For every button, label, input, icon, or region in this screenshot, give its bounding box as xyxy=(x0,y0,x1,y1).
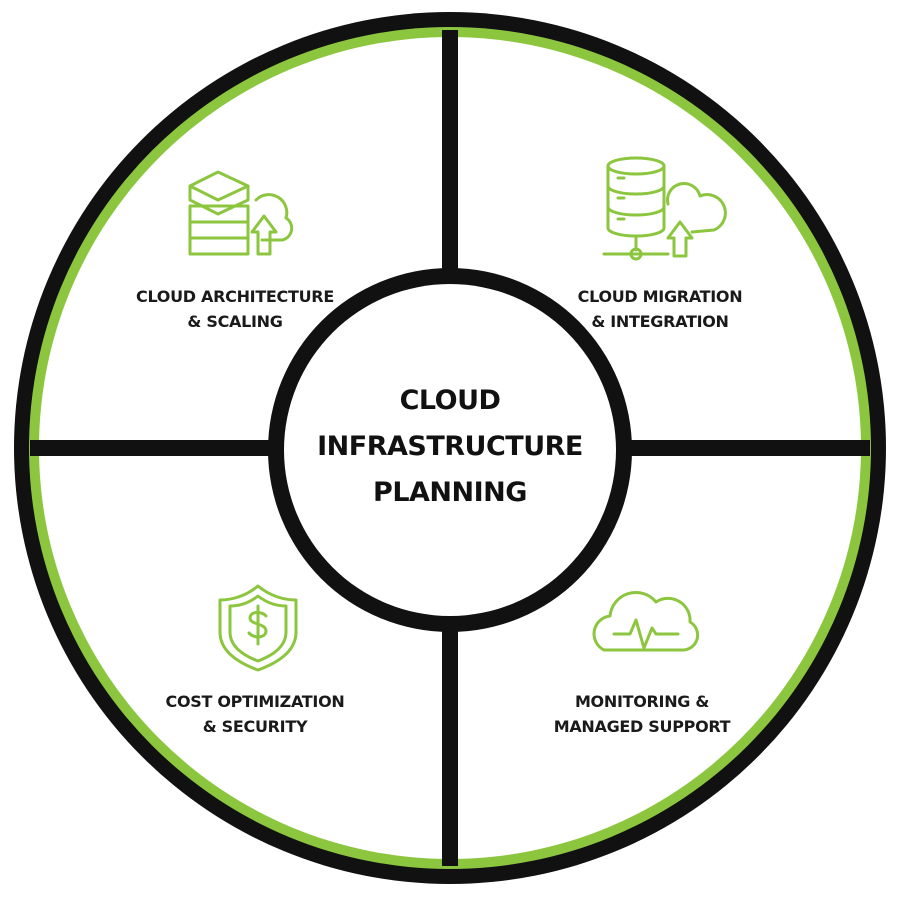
quadrant-label-cost-optimization: COST OPTIMIZATION & SECURITY xyxy=(165,692,345,736)
center-hub-face xyxy=(284,284,616,616)
center-title: CLOUD INFRASTRUCTURE PLANNING xyxy=(317,385,583,508)
quadrant-label-monitoring: MONITORING & MANAGED SUPPORT xyxy=(553,692,731,736)
database-cloud-migration-icon xyxy=(602,156,727,261)
cloud-heartbeat-icon xyxy=(592,591,700,652)
quadrant-label-cloud-architecture: CLOUD ARCHITECTURE & SCALING xyxy=(136,287,334,331)
server-stack-cloud-upload-icon xyxy=(188,170,294,256)
quadrant-label-cloud-migration: CLOUD MIGRATION & INTEGRATION xyxy=(577,287,743,331)
shield-dollar-icon xyxy=(218,584,298,672)
